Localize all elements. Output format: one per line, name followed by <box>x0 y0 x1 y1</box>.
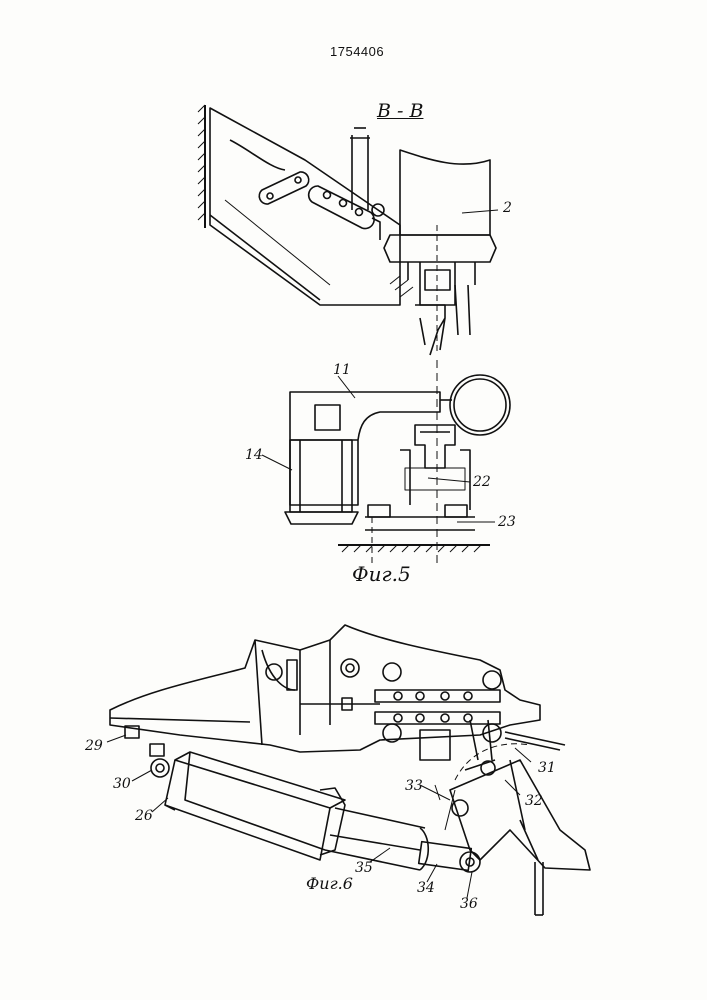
label-34: 34 <box>417 880 435 896</box>
label-36: 36 <box>460 896 478 912</box>
label-29: 29 <box>85 738 103 754</box>
label-30: 30 <box>113 776 131 792</box>
figure-6-caption: Фиг.6 <box>306 874 353 893</box>
label-22: 22 <box>473 474 491 490</box>
figure-5-caption: Фиг.5 <box>352 562 411 586</box>
label-31: 31 <box>538 760 556 776</box>
label-23: 23 <box>498 514 516 530</box>
label-11: 11 <box>333 362 351 378</box>
label-14: 14 <box>245 447 263 463</box>
label-2: 2 <box>503 200 512 216</box>
label-26: 26 <box>135 808 153 824</box>
label-33: 33 <box>405 778 423 794</box>
label-35: 35 <box>355 860 373 876</box>
label-32: 32 <box>525 793 543 809</box>
